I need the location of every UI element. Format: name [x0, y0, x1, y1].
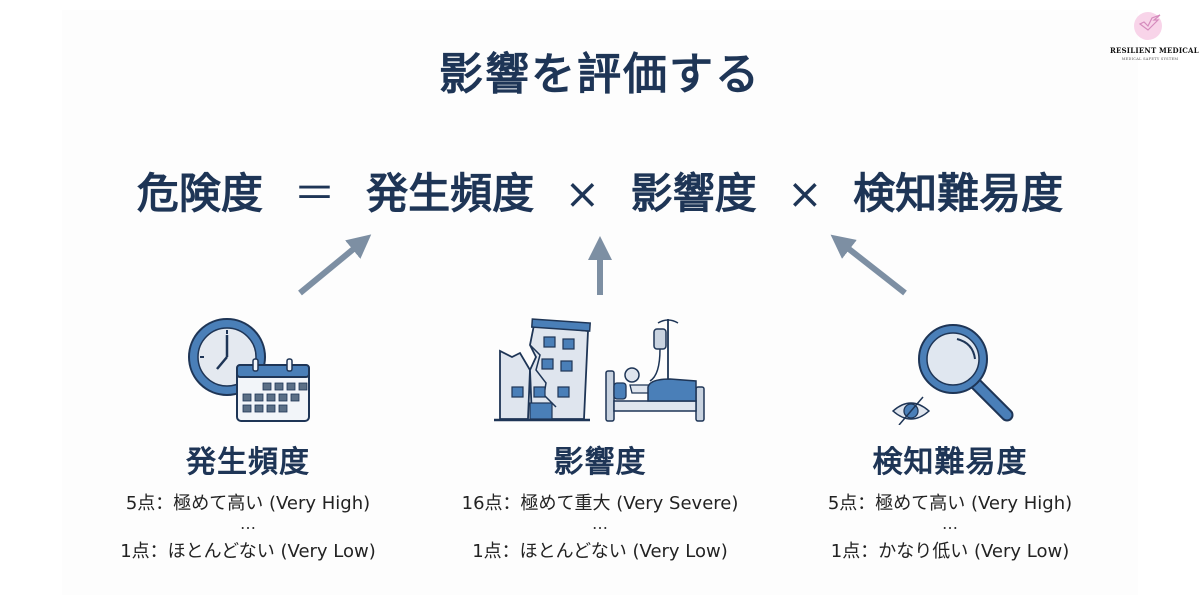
magnifier-icon	[918, 324, 1014, 422]
page-title: 影響を評価する	[439, 49, 761, 100]
ellipsis: …	[240, 514, 256, 533]
damaged-building-icon	[494, 318, 592, 422]
score-low: 1点：かなり低い (Very Low)	[830, 541, 1070, 562]
formula-factor-frequency: 発生頻度	[366, 169, 535, 218]
logo-subtitle: MEDICAL SAFETY SYSTEM	[1121, 57, 1179, 61]
factor-name: 影響度	[553, 445, 647, 480]
score-high: 16点：極めて重大 (Very Severe)	[461, 493, 739, 514]
formula-factor-detection: 検知難易度	[853, 169, 1064, 218]
factor-impact: 影響度 16点：極めて重大 (Very Severe) … 1点：ほとんどない …	[420, 310, 780, 563]
logo: RESILIENT MEDICAL MEDICAL SAFETY SYSTEM	[1110, 8, 1199, 61]
hospital-bed-icon	[605, 319, 705, 422]
bird-icon	[1134, 12, 1162, 40]
slide-background	[62, 10, 1138, 595]
score-high: 5点：極めて高い (Very High)	[827, 493, 1073, 514]
logo-brand: RESILIENT MEDICAL	[1110, 46, 1199, 55]
ellipsis: …	[942, 514, 958, 533]
clock-calendar-icon	[188, 318, 310, 422]
formula-times: ×	[564, 169, 600, 218]
score-high: 5点：極めて高い (Very High)	[125, 493, 371, 514]
formula-factor-impact: 影響度	[630, 169, 757, 218]
damaged-building-hospital-bed-icon	[494, 318, 705, 422]
formula-result: 危険度	[136, 169, 263, 218]
score-low: 1点：ほとんどない (Very Low)	[472, 541, 728, 562]
hidden-eye-icon	[891, 396, 931, 425]
factor-name: 検知難易度	[872, 445, 1028, 480]
factor-frequency: 発生頻度 5点：極めて高い (Very High) … 1点：ほとんどない (V…	[68, 310, 428, 563]
formula-equals: ＝	[293, 169, 336, 218]
ellipsis: …	[592, 514, 608, 533]
magnifier-hidden-eye-icon	[891, 324, 1014, 425]
factor-name: 発生頻度	[186, 445, 310, 480]
risk-formula: 危険度 ＝ 発生頻度 × 影響度 × 検知難易度	[0, 160, 1200, 221]
formula-times: ×	[787, 169, 823, 218]
factor-detection: 検知難易度 5点：極めて高い (Very High) … 1点：かなり低い (V…	[770, 310, 1130, 563]
score-low: 1点：ほとんどない (Very Low)	[120, 541, 376, 562]
